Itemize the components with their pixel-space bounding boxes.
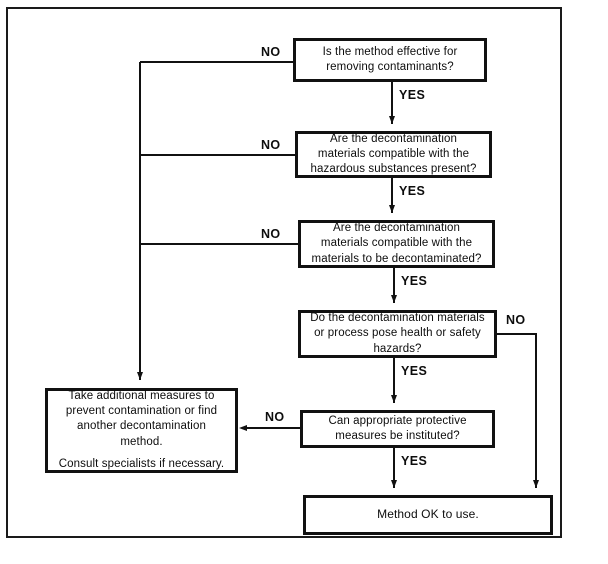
- node-q1-line-2: removing contaminants?: [326, 61, 454, 73]
- edge-label-yes-q5: YES: [401, 454, 428, 468]
- node-terminal-line-1: Method OK to use.: [377, 507, 479, 522]
- node-q2-line-3: hazardous substances present?: [310, 163, 477, 176]
- node-q3-line-3: materials to be decontaminated?: [311, 252, 482, 265]
- node-q3-line-1: Are the decontamination: [333, 222, 460, 235]
- node-q4-line-3: hazards?: [373, 342, 422, 355]
- node-q4-line-2: or process pose health or safety: [314, 327, 481, 340]
- node-q5[interactable]: Can appropriate protective measures be i…: [300, 410, 495, 448]
- node-action-line-5: Consult specialists if necessary.: [58, 457, 225, 470]
- node-q3-line-2: materials compatible with the: [320, 237, 473, 250]
- edge-label-no-q1: NO: [261, 45, 281, 59]
- edge-label-no-q2: NO: [261, 138, 281, 152]
- edge-no-q4: [497, 333, 539, 488]
- node-terminal[interactable]: Method OK to use.: [303, 495, 553, 535]
- node-q2-line-1: Are the decontamination: [330, 132, 457, 145]
- node-action-line-4: method.: [120, 435, 163, 448]
- edge-label-no-q5: NO: [265, 410, 285, 424]
- node-action[interactable]: Take additional measures to prevent cont…: [45, 388, 238, 473]
- edge-label-no-q3: NO: [261, 227, 281, 241]
- node-q1[interactable]: Is the method effective for removing con…: [293, 38, 487, 82]
- node-q4-line-1: Do the decontamination materials: [310, 312, 485, 325]
- edge-label-no-q4: NO: [506, 313, 526, 327]
- node-q2-line-2: materials compatible with the: [317, 147, 470, 160]
- edge-label-yes-q3: YES: [401, 274, 428, 288]
- node-q5-line-2: measures be instituted?: [335, 430, 460, 442]
- node-q2[interactable]: Are the decontamination materials compat…: [295, 131, 492, 178]
- node-action-line-1: Take additional measures to: [68, 390, 215, 403]
- edge-label-yes-q4: YES: [401, 364, 428, 378]
- node-q3[interactable]: Are the decontamination materials compat…: [298, 220, 495, 268]
- node-action-line-3: another decontamination: [77, 420, 206, 433]
- node-q4[interactable]: Do the decontamination materials or proc…: [298, 310, 497, 358]
- edge-label-yes-q1: YES: [399, 88, 426, 102]
- node-q1-line-1: Is the method effective for: [322, 45, 458, 58]
- edge-label-yes-q2: YES: [399, 184, 426, 198]
- node-q5-line-1: Can appropriate protective: [328, 414, 467, 427]
- node-action-line-2: prevent contamination or find: [65, 405, 218, 418]
